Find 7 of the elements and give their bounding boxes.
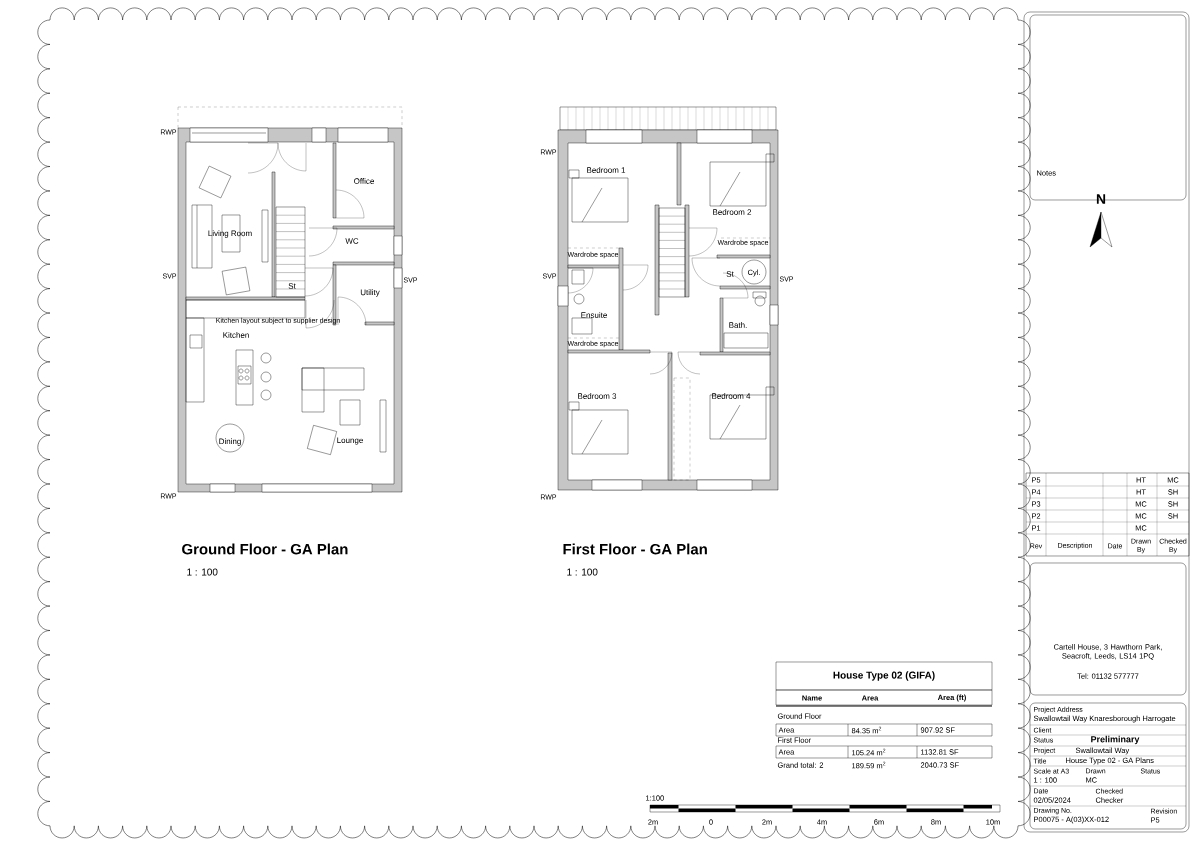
plan-title: First Floor - GA Plan: [563, 543, 707, 555]
north-letter: N: [1096, 194, 1106, 204]
scale-text: 1 : 100: [567, 568, 598, 576]
status-text: Preliminary: [1091, 735, 1140, 745]
table-title: House Type 02 (GIFA): [833, 671, 935, 681]
scale-text: 1 : 100: [187, 568, 218, 576]
plan-title: Ground Floor - GA Plan: [182, 543, 348, 555]
